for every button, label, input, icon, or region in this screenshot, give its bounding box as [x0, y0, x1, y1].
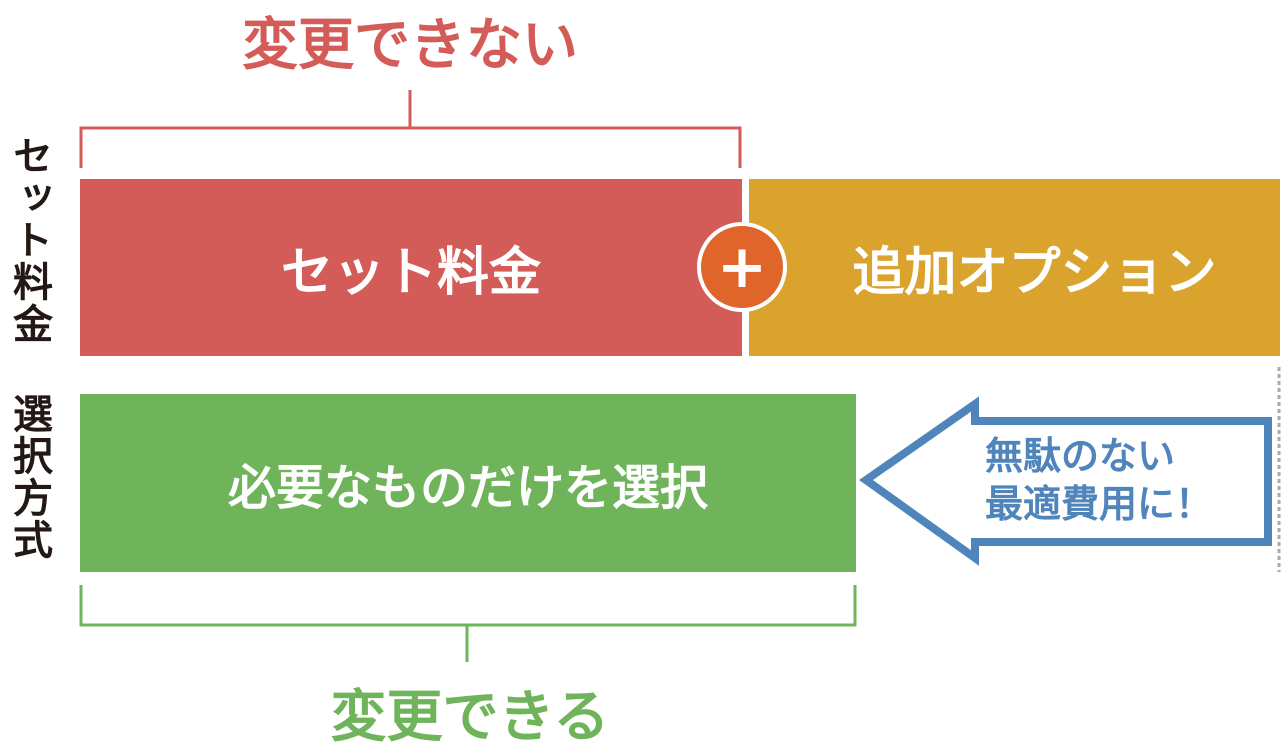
arrow-left-icon — [859, 396, 1272, 566]
plus-symbol: + — [716, 232, 768, 302]
row-label-set: セット料金 — [6, 135, 52, 345]
select-text: 必要なものだけを選択 — [227, 460, 708, 516]
addon-box: 追加オプション — [749, 179, 1280, 356]
callout-line1: 無駄のない — [985, 434, 1176, 478]
set-fee-box: セット料金 — [80, 179, 742, 356]
addon-text: 追加オプション — [852, 243, 1217, 303]
row-label-select: 選択方式 — [6, 393, 52, 561]
fixed-label: 変更できない — [242, 13, 578, 78]
select-box: 必要なものだけを選択 — [80, 394, 856, 572]
changeable-label: 変更できる — [330, 685, 610, 750]
callout-text: 無駄のない 最適費用に！ — [985, 432, 1265, 528]
callout-line2: 最適費用に！ — [985, 482, 1214, 526]
set-fee-text: セット料金 — [280, 243, 541, 303]
plus-icon: + — [697, 222, 787, 312]
bottom-bracket — [79, 585, 857, 662]
top-bracket — [79, 90, 742, 168]
